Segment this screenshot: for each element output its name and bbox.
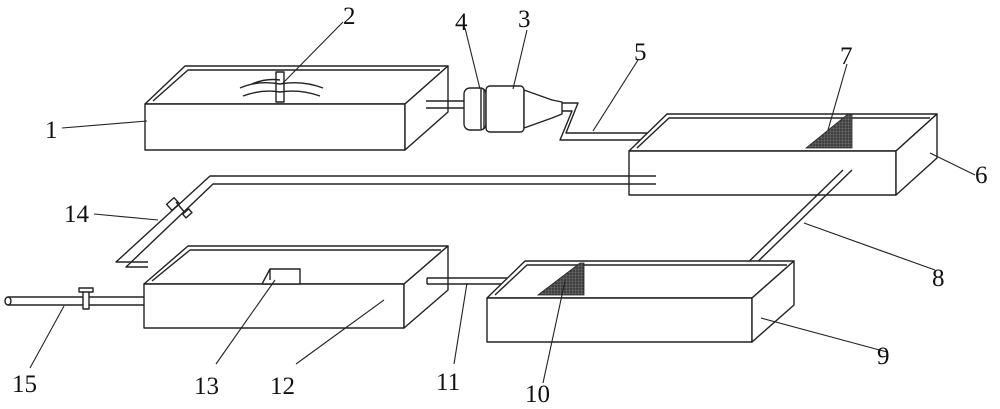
pipe-5	[559, 102, 648, 141]
settling-tank-lower	[486, 260, 795, 343]
label-11: 11	[436, 369, 460, 396]
label-13: 13	[194, 373, 219, 400]
pump	[485, 85, 563, 133]
label-15: 15	[12, 371, 37, 398]
filter-screen-10	[536, 262, 585, 296]
label-7: 7	[840, 43, 853, 70]
label-10: 10	[525, 381, 550, 408]
label-6: 6	[975, 162, 988, 189]
valve-15	[78, 287, 94, 310]
label-1: 1	[45, 117, 58, 144]
leader-lines	[29, 21, 976, 384]
label-3: 3	[518, 6, 531, 33]
label-2: 2	[343, 3, 356, 30]
outlet-block-13	[261, 268, 301, 285]
label-8: 8	[932, 265, 945, 292]
label-14: 14	[64, 201, 90, 228]
pipe-15	[4, 296, 144, 306]
label-4: 4	[455, 9, 468, 36]
pipe-8	[734, 169, 853, 276]
outlet-pipe	[426, 100, 464, 109]
label-9: 9	[877, 343, 890, 370]
settling-tank-upper	[628, 113, 938, 196]
filter-screen-7	[804, 113, 853, 149]
pipe-11	[426, 277, 516, 285]
collection-tank	[143, 245, 449, 329]
coupling	[463, 87, 487, 131]
valve-14	[165, 196, 193, 219]
mixing-tank	[144, 65, 449, 151]
label-5: 5	[634, 39, 647, 66]
stirrer	[239, 71, 324, 103]
label-12: 12	[270, 373, 295, 400]
pipe-14	[115, 175, 656, 268]
